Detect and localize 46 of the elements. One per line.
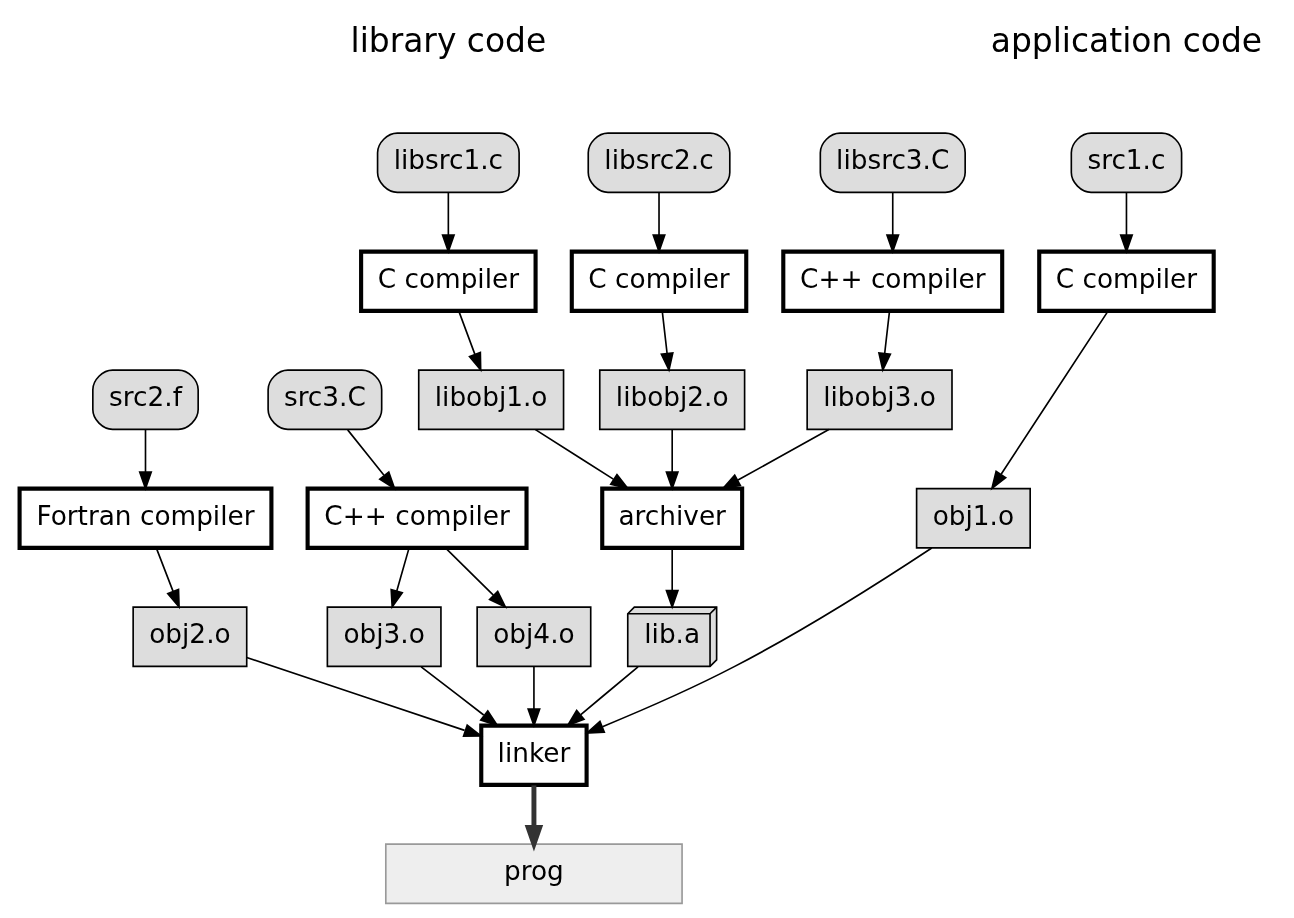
- node-box: Fortran compiler: [17, 486, 273, 550]
- arrow: [651, 192, 666, 254]
- arrow: [885, 192, 900, 254]
- node-box: archiver: [599, 486, 744, 550]
- node-box: src2.f: [91, 369, 199, 431]
- arrow: [419, 666, 499, 727]
- arrow: [584, 547, 933, 734]
- node-box: obj1.o: [915, 487, 1031, 549]
- node-box: libobj2.o: [598, 369, 745, 431]
- node-box: src1.c: [1070, 132, 1182, 194]
- node-box: C++ compiler: [780, 249, 1004, 313]
- arrow: [534, 428, 630, 490]
- node-box: obj4.o: [475, 606, 592, 668]
- arrow: [720, 428, 830, 490]
- node-box: libobj1.o: [417, 369, 564, 431]
- node-box: obj2.o: [131, 606, 248, 668]
- arrow: [877, 310, 892, 373]
- node-box: C++ compiler: [305, 486, 529, 550]
- arrow: [444, 547, 507, 609]
- node-box: C compiler: [358, 249, 538, 313]
- node-box: C compiler: [1036, 249, 1216, 313]
- node-box: C compiler: [569, 249, 748, 313]
- label: application code: [990, 21, 1262, 61]
- arrow: [1119, 192, 1133, 254]
- arrow: [389, 547, 410, 610]
- arrow: [664, 547, 679, 610]
- node-box: linker: [478, 723, 589, 787]
- node-box: src3.C: [266, 369, 382, 431]
- arrow: [155, 547, 180, 610]
- arrow: [245, 656, 483, 737]
- arrow: [138, 429, 152, 491]
- node-box: libsrc3.C: [819, 132, 966, 194]
- node-box: prog: [384, 843, 683, 905]
- arrow: [346, 429, 396, 491]
- arrow: [664, 429, 679, 491]
- label: library code: [350, 21, 546, 61]
- arrow: [524, 785, 543, 852]
- node-box: libsrc2.c: [586, 132, 731, 194]
- arrow: [457, 310, 482, 373]
- node-box: libobj3.o: [805, 369, 953, 431]
- arrow: [659, 310, 674, 373]
- node-box: libsrc1.c: [376, 132, 520, 194]
- arrow: [526, 666, 541, 728]
- node-box: obj3.o: [326, 606, 442, 668]
- arrow: [990, 310, 1109, 491]
- arrow: [440, 192, 455, 254]
